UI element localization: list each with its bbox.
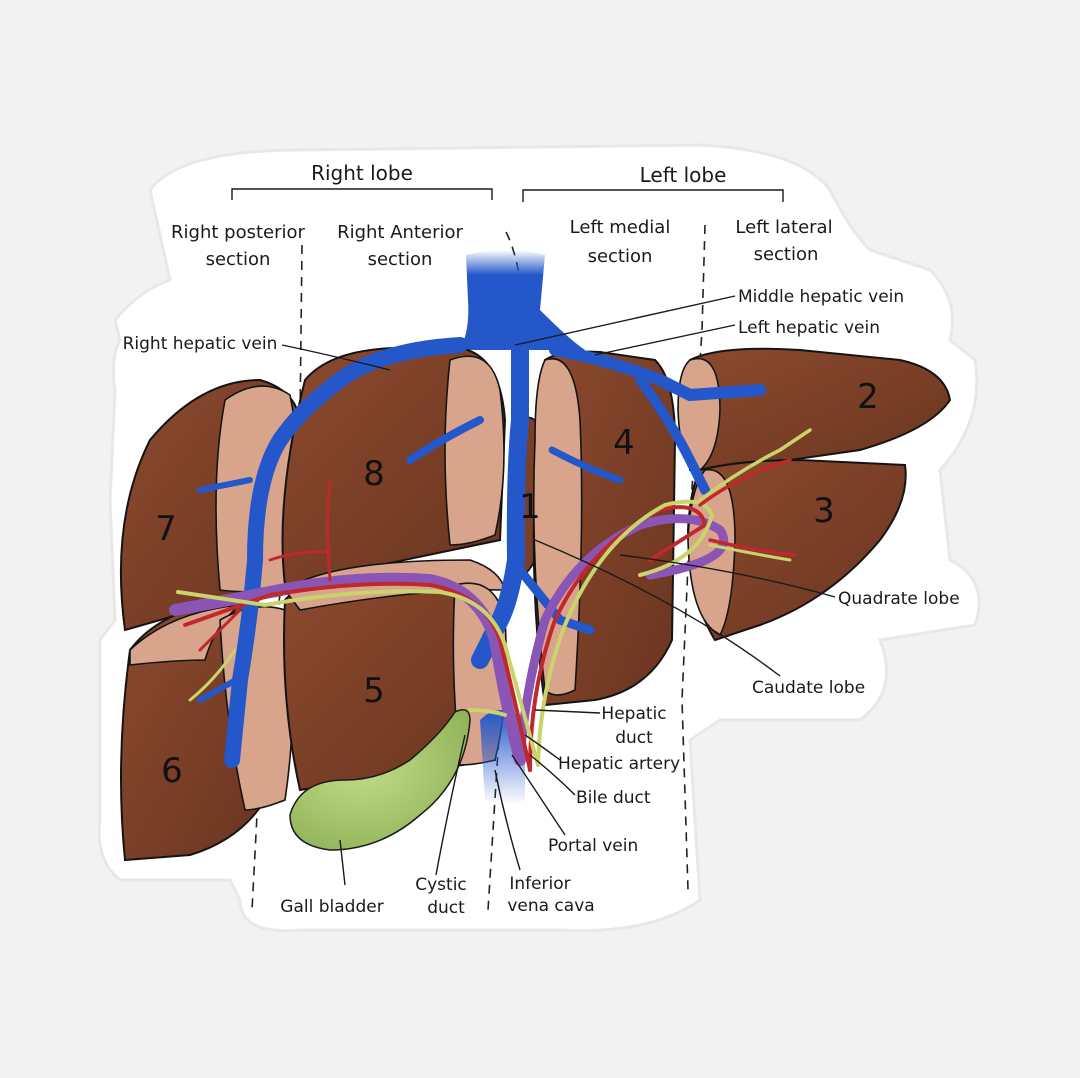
left-medial-label-2: section [588, 246, 653, 267]
left-lateral-label-1: Left lateral [735, 217, 832, 238]
segment-8 [281, 347, 507, 587]
segment-number-1: 1 [519, 487, 541, 527]
segment-number-3: 3 [813, 491, 835, 531]
portal-triad [169, 428, 812, 772]
segment-number-2: 2 [857, 377, 879, 417]
lobe-headers: Right lobe Left lobe [231, 161, 784, 202]
gall-bladder-label: Gall bladder [280, 897, 383, 917]
left-medial-label-1: Left medial [570, 217, 671, 238]
left-lateral-label-2: section [754, 244, 819, 265]
cystic-duct-label-2: duct [427, 898, 465, 918]
section-labels: Right posterior section Right Anterior s… [171, 217, 833, 270]
segment-2 [677, 347, 952, 471]
left-lobe-bracket [522, 189, 784, 202]
structure-labels: Right hepatic vein Middle hepatic vein L… [123, 287, 960, 918]
segment-3 [686, 458, 907, 642]
cystic-duct-label-1: Cystic [415, 875, 467, 895]
segment-numbers: 1 2 3 4 5 6 7 8 [155, 377, 879, 791]
portal-vein-label: Portal vein [548, 836, 638, 856]
inferior-vena-cava-label-2: vena cava [507, 896, 594, 916]
inferior-vena-cava-label-1: Inferior [509, 874, 570, 894]
bile-duct-label: Bile duct [576, 788, 651, 808]
caudate-lobe-label: Caudate lobe [752, 678, 865, 698]
gall-bladder [289, 709, 471, 851]
right-posterior-label-2: section [206, 249, 271, 270]
quadrate-lobe-label: Quadrate lobe [838, 589, 960, 609]
hepatic-duct-label-2: duct [615, 728, 653, 748]
middle-hepatic-vein-label: Middle hepatic vein [738, 287, 904, 307]
left-lobe-header: Left lobe [640, 163, 727, 187]
segment-number-5: 5 [363, 671, 385, 711]
right-anterior-label-2: section [368, 249, 433, 270]
right-posterior-label-1: Right posterior [171, 222, 305, 243]
segment-number-6: 6 [161, 751, 183, 791]
left-hepatic-vein-label: Left hepatic vein [738, 318, 880, 338]
hepatic-veins [197, 336, 766, 768]
right-hepatic-vein-label: Right hepatic vein [123, 334, 278, 354]
segment-number-8: 8 [363, 454, 385, 494]
right-lobe-bracket [231, 188, 493, 200]
leader-lines [281, 295, 836, 886]
hepatic-artery-label: Hepatic artery [558, 754, 680, 774]
segment-number-4: 4 [613, 423, 635, 463]
hepatic-duct-label-1: Hepatic [601, 704, 666, 724]
right-lobe-header: Right lobe [311, 161, 413, 185]
right-anterior-label-1: Right Anterior [337, 222, 463, 243]
ivc-upper [460, 250, 585, 350]
segment-number-7: 7 [155, 509, 177, 549]
